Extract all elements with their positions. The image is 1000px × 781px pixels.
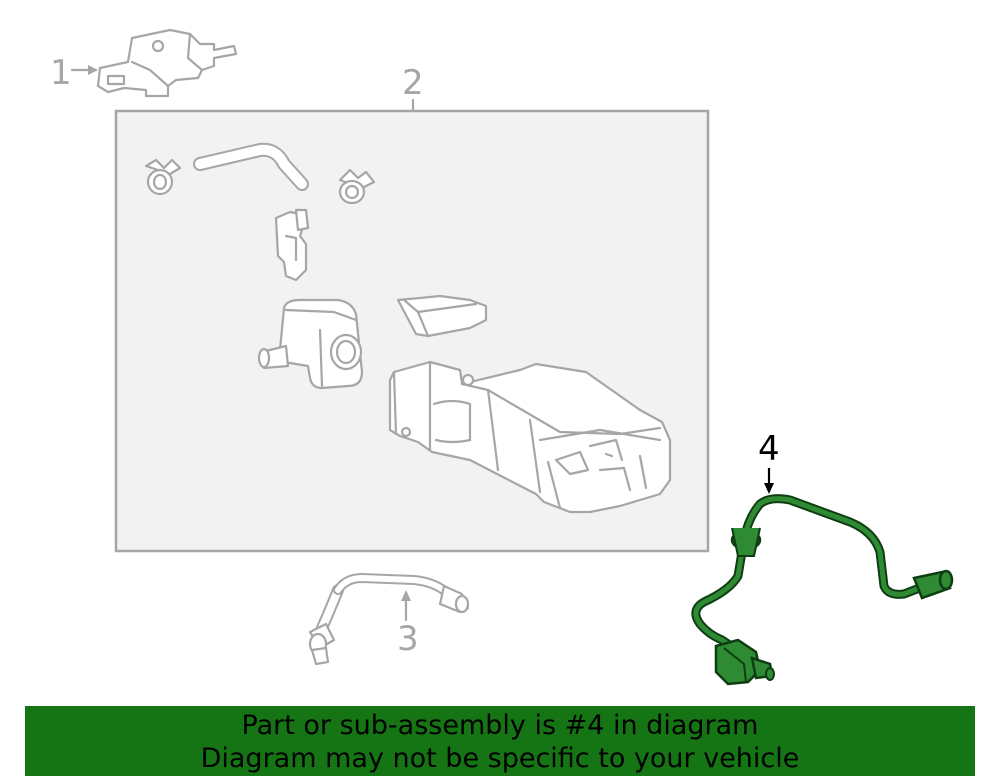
part-1-callout-arrow [70,65,98,75]
part-3-callout: 3 [397,619,419,659]
canister-clip [274,208,310,282]
part-2-callout: 2 [402,63,424,103]
canister-mount-plate [396,294,488,338]
banner-line-2: Diagram may not be specific to your vehi… [200,743,800,774]
part-4-callout: 4 [758,429,780,469]
part-2-callout-group: 2 [402,63,424,114]
part-3-callout-arrow [401,590,411,622]
part-3-sensor[interactable] [308,572,470,666]
hose-clamp-right [338,168,376,205]
vsv-valve [257,298,364,390]
charcoal-canister [388,360,672,514]
part-1-callout: 1 [50,53,72,93]
part-4-sensor[interactable] [691,494,954,686]
part-4-callout-arrow [764,468,774,494]
hose-clamp-left [144,158,182,196]
vent-hose [193,142,309,191]
banner-line-1: Part or sub-assembly is #4 in diagram [241,710,759,741]
part-1-bracket[interactable] [96,28,238,98]
info-banner: Part or sub-assembly is #4 in diagram Di… [25,706,975,776]
